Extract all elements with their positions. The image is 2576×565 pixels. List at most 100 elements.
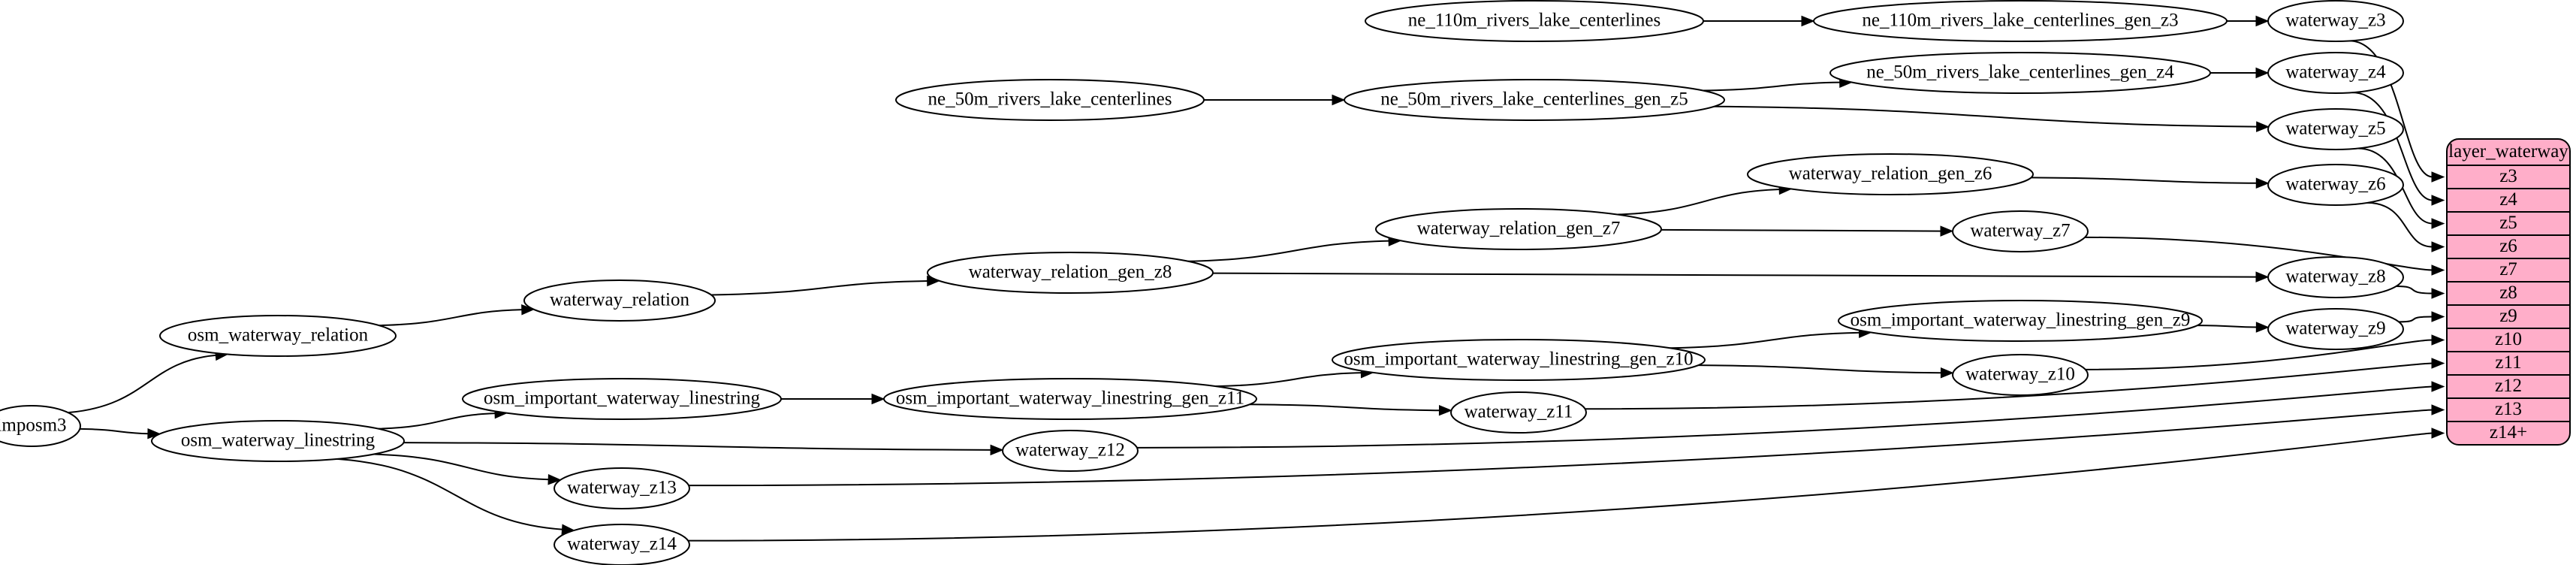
edge-osm_important_waterway_linestring_gen_z9-to-waterway_z9 bbox=[2197, 325, 2258, 328]
node-osm_waterway_linestring[interactable]: osm_waterway_linestring bbox=[151, 420, 405, 462]
edge-arrowhead bbox=[2431, 288, 2445, 299]
node-shape-waterway_z8 bbox=[2267, 256, 2404, 298]
edge-osm_waterway_linestring-to-waterway_z14 bbox=[336, 458, 563, 530]
node-waterway_relation_gen_z8[interactable]: waterway_relation_gen_z8 bbox=[927, 252, 1214, 294]
node-waterway_z9[interactable]: waterway_z9 bbox=[2267, 308, 2404, 350]
node-waterway_relation[interactable]: waterway_relation bbox=[523, 279, 716, 322]
node-shape-imposm3 bbox=[0, 405, 81, 447]
edges-layer bbox=[68, 15, 2445, 542]
layer-waterway-table[interactable]: layer_waterwayz3z4z5z6z7z8z9z10z11z12z13… bbox=[2446, 138, 2571, 446]
node-waterway_z10[interactable]: waterway_z10 bbox=[1952, 354, 2089, 396]
node-shape-waterway_z3 bbox=[2267, 0, 2404, 42]
edge-osm_waterway_linestring-to-waterway_z12 bbox=[403, 442, 992, 451]
edge-arrowhead bbox=[2431, 264, 2445, 276]
edge-waterway_z11-to-layer_waterway-z11 bbox=[1585, 362, 2433, 410]
node-shape-waterway_z11 bbox=[1450, 391, 1587, 434]
node-waterway_z3[interactable]: waterway_z3 bbox=[2267, 0, 2404, 42]
node-shape-waterway_z10 bbox=[1952, 354, 2089, 396]
node-ne_110m_rivers_lake_centerlines[interactable]: ne_110m_rivers_lake_centerlines bbox=[1365, 0, 1704, 42]
node-ne_50m_rivers_lake_centerlines_gen_z5[interactable]: ne_50m_rivers_lake_centerlines_gen_z5 bbox=[1344, 79, 1725, 121]
edge-waterway_z12-to-layer_waterway-z12 bbox=[1136, 385, 2433, 449]
node-osm_important_waterway_linestring[interactable]: osm_important_waterway_linestring bbox=[462, 378, 782, 420]
edge-arrowhead bbox=[2431, 404, 2445, 415]
node-waterway_z13[interactable]: waterway_z13 bbox=[554, 467, 690, 509]
edge-waterway_relation-to-waterway_relation_gen_z8 bbox=[710, 279, 928, 296]
edge-arrowhead bbox=[1801, 15, 1815, 27]
edge-arrowhead bbox=[2255, 322, 2270, 333]
node-waterway_z4[interactable]: waterway_z4 bbox=[2267, 52, 2404, 94]
edge-osm_important_waterway_linestring_gen_z10-to-osm_important_waterway_linestring_gen_z9 bbox=[1670, 331, 1860, 349]
node-waterway_z12[interactable]: waterway_z12 bbox=[1002, 430, 1139, 472]
edge-arrowhead bbox=[547, 473, 562, 485]
node-shape-osm_waterway_linestring bbox=[151, 420, 405, 462]
node-shape-waterway_z13 bbox=[554, 467, 690, 509]
node-shape-waterway_z6 bbox=[2267, 164, 2404, 206]
edge-arrowhead bbox=[2431, 334, 2445, 346]
edge-arrowhead bbox=[521, 304, 535, 316]
edge-osm_important_waterway_linestring_gen_z10-to-waterway_z10 bbox=[1698, 364, 1942, 374]
node-waterway_relation_gen_z6[interactable]: waterway_relation_gen_z6 bbox=[1747, 153, 2034, 195]
node-waterway_z5[interactable]: waterway_z5 bbox=[2267, 108, 2404, 150]
edge-waterway_relation_gen_z7-to-waterway_z7 bbox=[1661, 228, 1942, 232]
node-shape-ne_50m_rivers_lake_centerlines_gen_z5 bbox=[1344, 79, 1725, 121]
edge-waterway_z13-to-layer_waterway-z13 bbox=[689, 409, 2433, 487]
edge-osm_waterway_relation-to-waterway_relation bbox=[379, 309, 523, 327]
edge-osm_waterway_linestring-to-waterway_z13 bbox=[373, 453, 550, 481]
edge-arrowhead bbox=[1940, 225, 1954, 237]
node-shape-ne_50m_rivers_lake_centerlines_gen_z4 bbox=[1829, 52, 2211, 94]
node-waterway_z11[interactable]: waterway_z11 bbox=[1450, 391, 1587, 434]
node-waterway_z7[interactable]: waterway_z7 bbox=[1952, 210, 2089, 252]
node-ne_50m_rivers_lake_centerlines_gen_z4[interactable]: ne_50m_rivers_lake_centerlines_gen_z4 bbox=[1829, 52, 2211, 94]
edge-arrowhead bbox=[2431, 218, 2445, 229]
node-osm_important_waterway_linestring_gen_z10[interactable]: osm_important_waterway_linestring_gen_z1… bbox=[1332, 339, 1706, 381]
node-ne_110m_rivers_lake_centerlines_gen_z3[interactable]: ne_110m_rivers_lake_centerlines_gen_z3 bbox=[1813, 0, 2228, 42]
edge-waterway_z9-to-layer_waterway-z9 bbox=[2399, 316, 2433, 323]
edge-waterway_z7-to-layer_waterway-z7 bbox=[2085, 236, 2433, 271]
edge-osm_waterway_linestring-to-osm_important_waterway_linestring bbox=[378, 412, 496, 430]
edge-ne_50m_rivers_lake_centerlines_gen_z5-to-waterway_z5 bbox=[1714, 105, 2258, 128]
node-shape-osm_important_waterway_linestring bbox=[462, 378, 782, 420]
node-waterway_z14[interactable]: waterway_z14 bbox=[554, 524, 690, 565]
edge-arrowhead bbox=[2431, 195, 2445, 206]
edge-imposm3-to-osm_waterway_linestring bbox=[80, 428, 149, 435]
edge-waterway_relation_gen_z8-to-waterway_z8 bbox=[1212, 272, 2258, 278]
edge-ne_50m_rivers_lake_centerlines_gen_z5-to-ne_50m_rivers_lake_centerlines_gen_z4 bbox=[1703, 81, 1841, 92]
node-osm_waterway_relation[interactable]: osm_waterway_relation bbox=[159, 315, 397, 357]
edge-waterway_relation_gen_z7-to-waterway_relation_gen_z6 bbox=[1617, 188, 1781, 216]
edge-arrowhead bbox=[147, 428, 161, 440]
edge-waterway_relation_gen_z8-to-waterway_relation_gen_z7 bbox=[1187, 240, 1390, 262]
edge-waterway_z10-to-layer_waterway-z10 bbox=[2085, 339, 2433, 370]
edge-arrowhead bbox=[1332, 94, 1346, 106]
edge-waterway_z3-to-layer_waterway-z3 bbox=[2349, 40, 2433, 178]
node-shape-osm_waterway_relation bbox=[159, 315, 397, 357]
node-ne_50m_rivers_lake_centerlines[interactable]: ne_50m_rivers_lake_centerlines bbox=[895, 79, 1205, 121]
node-shape-waterway_z4 bbox=[2267, 52, 2404, 94]
node-shape-waterway_relation_gen_z6 bbox=[1747, 153, 2034, 195]
node-waterway_z8[interactable]: waterway_z8 bbox=[2267, 256, 2404, 298]
edge-arrowhead bbox=[990, 444, 1004, 456]
edge-imposm3-to-osm_waterway_relation bbox=[68, 354, 217, 414]
node-imposm3[interactable]: imposm3 bbox=[0, 405, 81, 447]
edge-arrowhead bbox=[2255, 271, 2270, 282]
edge-arrowhead bbox=[2431, 311, 2445, 322]
layer-waterway-table-body bbox=[2446, 138, 2571, 446]
edge-arrowhead bbox=[2431, 171, 2445, 183]
edge-osm_important_waterway_linestring_gen_z11-to-waterway_z11 bbox=[1249, 403, 1440, 412]
node-waterway_relation_gen_z7[interactable]: waterway_relation_gen_z7 bbox=[1375, 208, 1662, 250]
node-waterway_z6[interactable]: waterway_z6 bbox=[2267, 164, 2404, 206]
node-shape-ne_110m_rivers_lake_centerlines_gen_z3 bbox=[1813, 0, 2228, 42]
node-shape-ne_50m_rivers_lake_centerlines bbox=[895, 79, 1205, 121]
edge-arrowhead bbox=[1940, 367, 1954, 379]
node-osm_important_waterway_linestring_gen_z11[interactable]: osm_important_waterway_linestring_gen_z1… bbox=[883, 378, 1257, 420]
node-shape-waterway_z7 bbox=[1952, 210, 2089, 252]
edge-arrowhead bbox=[2431, 381, 2445, 392]
node-shape-waterway_z14 bbox=[554, 524, 690, 565]
edge-waterway_z8-to-layer_waterway-z8 bbox=[2396, 286, 2433, 295]
node-osm_important_waterway_linestring_gen_z9[interactable]: osm_important_waterway_linestring_gen_z9 bbox=[1838, 300, 2203, 342]
edge-arrowhead bbox=[2255, 67, 2270, 79]
nodes-layer: imposm3 osm_waterway_relation osm_waterway… bbox=[0, 0, 2404, 565]
node-shape-waterway_z12 bbox=[1002, 430, 1139, 472]
edge-osm_important_waterway_linestring_gen_z11-to-osm_important_waterway_linestring_gen_z10 bbox=[1215, 372, 1362, 388]
